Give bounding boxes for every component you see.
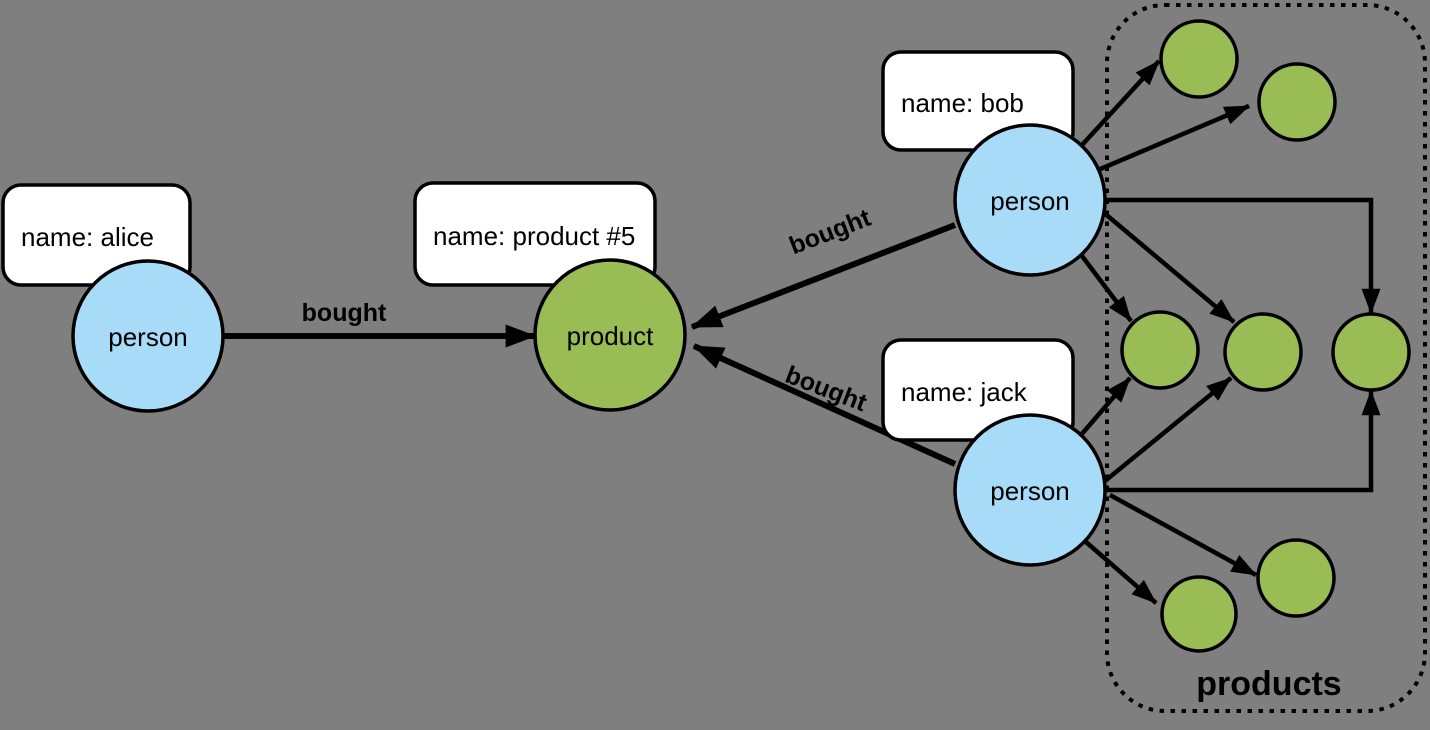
products-group-outline [1105,3,1427,713]
property-box-text-jack: name: jack [901,377,1028,407]
edge-jack-p-mid-1 [1079,376,1132,437]
node-circle-p-bottom-2 [1256,538,1336,618]
node-circle-p-top-2 [1257,62,1337,142]
property-box-product5: name: product #5 [413,181,657,287]
node-p-top-1 [1159,19,1239,99]
node-circle-p-mid-1 [1120,310,1200,390]
node-circle-product5 [533,258,687,412]
node-bob: person [953,123,1107,277]
node-circle-jack [953,413,1107,567]
node-circle-alice [71,259,225,413]
node-jack: person [953,413,1107,567]
property-box-text-alice: name: alice [21,222,154,252]
node-p-mid-2 [1223,312,1303,392]
edge-bob-p-mid-3 [1105,197,1381,315]
edge-jack-p-bottom-2 [1108,493,1258,577]
edge-jack-p-mid-3 [1105,389,1381,493]
node-circle-p-mid-3 [1331,312,1411,392]
property-box-text-product5: name: product #5 [433,221,635,251]
edge-bob-bought-product [690,222,957,330]
node-label-product5: product [567,321,654,351]
edge-label-bob-bought-product: bought [785,204,875,261]
edge-jack-p-mid-2 [1103,376,1233,483]
node-p-bottom-1 [1160,575,1238,653]
products-group-label: products [1196,665,1341,703]
edge-bob-p-top-1 [1080,59,1161,147]
edge-jack-bought-product [692,343,957,467]
node-label-bob: person [990,186,1070,216]
node-p-top-2 [1257,62,1337,142]
edge-label-alice-bought-product: bought [302,299,387,327]
node-circle-p-bottom-1 [1160,575,1238,653]
node-label-alice: person [108,322,188,352]
edge-bob-p-top-2 [1097,103,1250,173]
node-label-jack: person [990,476,1070,506]
node-p-mid-3 [1331,312,1411,392]
property-box-text-bob: name: bob [901,88,1024,118]
node-circle-bob [953,123,1107,277]
node-product5: product [533,258,687,412]
edge-jack-p-bottom-1 [1084,540,1158,605]
node-circle-p-mid-2 [1223,312,1303,392]
edge-bob-p-mid-1 [1080,254,1133,323]
edge-bob-p-mid-2 [1101,210,1236,324]
node-p-mid-1 [1120,310,1200,390]
property-box-rect-product5 [413,181,657,287]
node-alice: person [71,259,225,413]
node-p-bottom-2 [1256,538,1336,618]
node-circle-p-top-1 [1159,19,1239,99]
